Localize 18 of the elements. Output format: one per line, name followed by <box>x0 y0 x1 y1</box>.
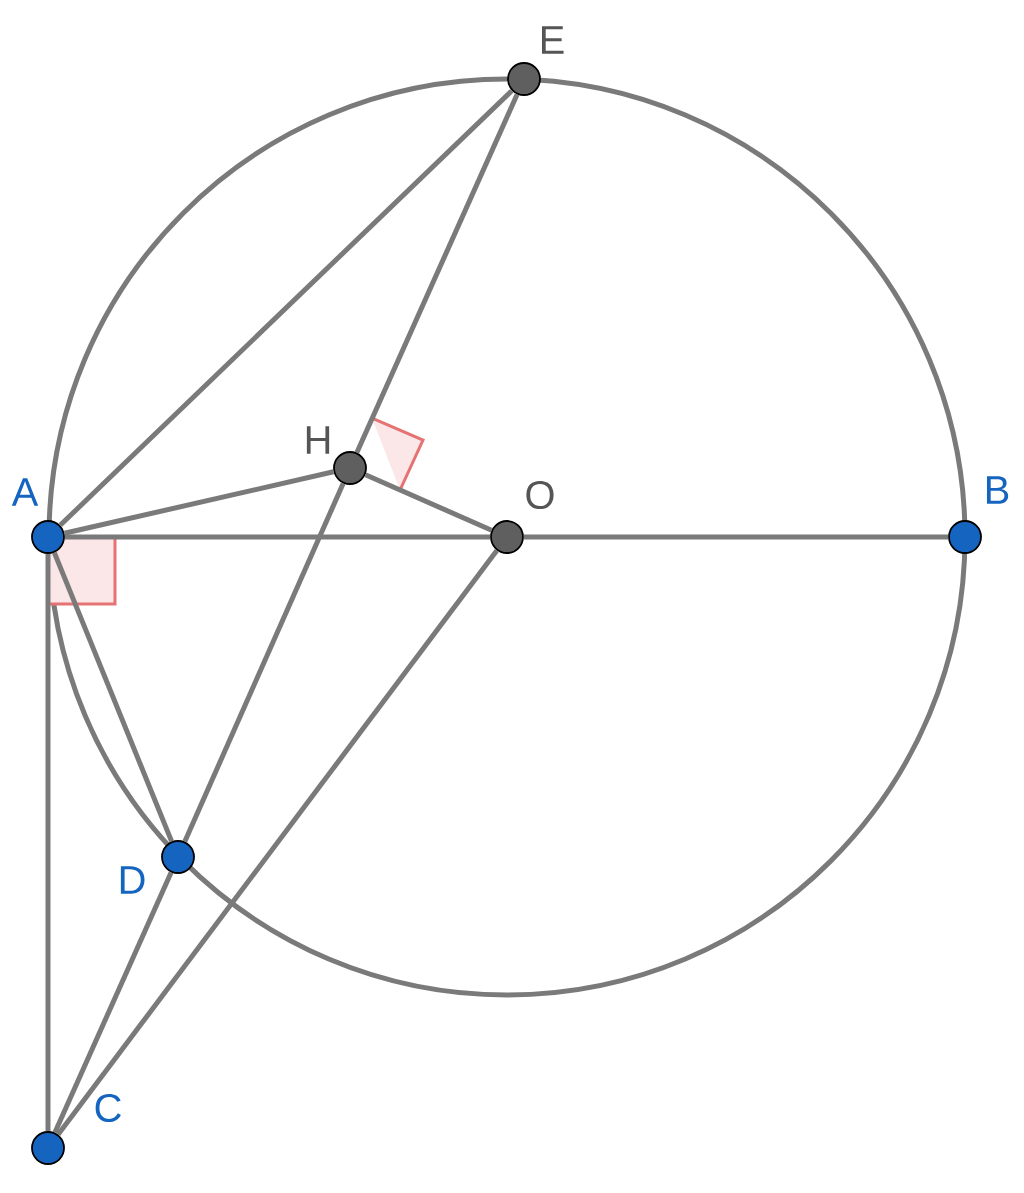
segment <box>58 88 514 528</box>
point-label: D <box>120 866 145 894</box>
point-label: A <box>11 478 39 506</box>
point-label: C <box>95 1093 121 1123</box>
segment <box>523 534 949 540</box>
point-label: E <box>541 26 564 54</box>
point-label: O <box>526 480 554 510</box>
point-label: H <box>306 426 330 454</box>
segment <box>56 549 499 1136</box>
segment <box>52 551 174 843</box>
segment <box>364 472 493 533</box>
segment <box>52 871 174 1134</box>
segment <box>354 93 520 454</box>
segment <box>182 482 346 843</box>
segment <box>45 553 51 1132</box>
point-label: B <box>986 476 1009 504</box>
segment <box>64 534 491 540</box>
segment <box>63 469 335 536</box>
